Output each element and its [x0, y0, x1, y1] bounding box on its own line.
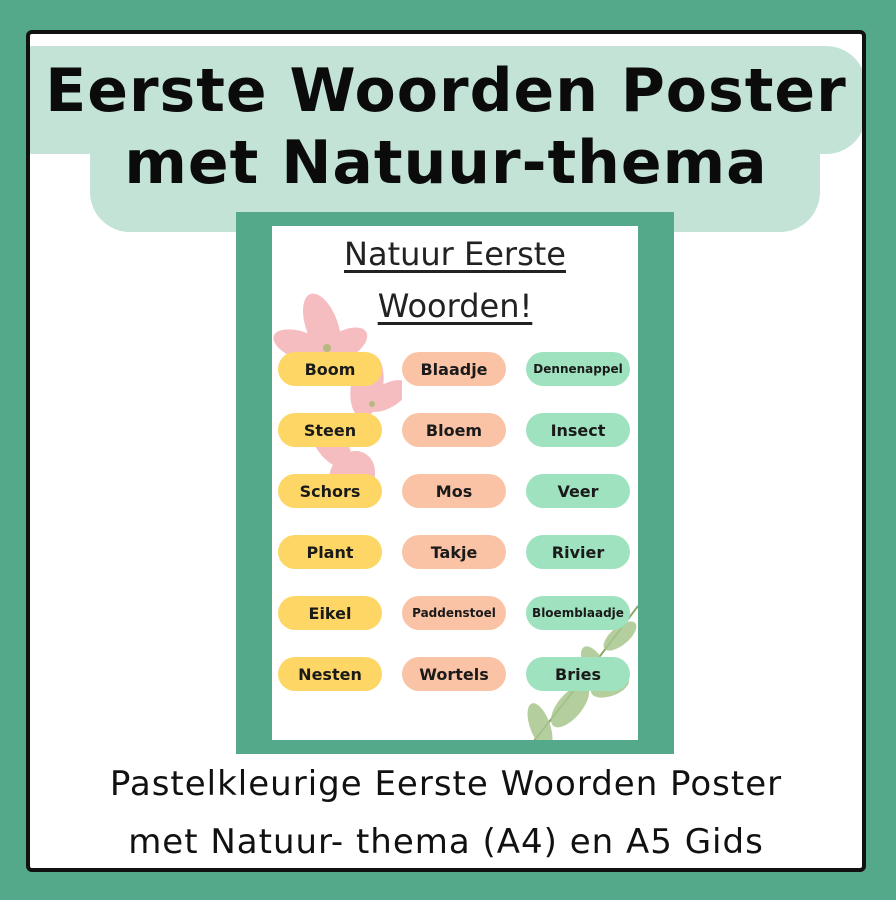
caption-line-2: met Natuur- thema (A4) en A5 Gids [128, 822, 764, 862]
word-pill: Nesten [278, 657, 382, 691]
word-pill: Veer [526, 474, 630, 508]
caption-line-1: Pastelkleurige Eerste Woorden Poster [109, 764, 783, 804]
poster-title-line-2: Woorden! [377, 287, 533, 325]
word-pill: Bloemblaadje [526, 596, 630, 630]
word-pill: Boom [278, 352, 382, 386]
word-pill: Plant [278, 535, 382, 569]
word-pill: Bloem [402, 413, 506, 447]
poster-title-line-1: Natuur Eerste [344, 235, 566, 273]
word-pill: Schors [278, 474, 382, 508]
word-pill: Insect [526, 413, 630, 447]
word-pill: Rivier [526, 535, 630, 569]
title-banner: Eerste Woorden Poster met Natuur-thema [30, 34, 862, 234]
word-pill: Takje [402, 535, 506, 569]
word-pill: Eikel [278, 596, 382, 630]
word-pill: Mos [402, 474, 506, 508]
word-pill: Steen [278, 413, 382, 447]
word-pill: Blaadje [402, 352, 506, 386]
word-pill: Dennenappel [526, 352, 630, 386]
product-card: Eerste Woorden Poster met Natuur-thema [26, 30, 866, 872]
title-line-1: Eerste Woorden Poster [45, 56, 847, 126]
title-line-2: met Natuur-thema [124, 128, 768, 198]
word-pill: Wortels [402, 657, 506, 691]
word-pill: Paddenstoel [402, 596, 506, 630]
word-pill: Bries [526, 657, 630, 691]
banner-shape-top [30, 46, 862, 154]
